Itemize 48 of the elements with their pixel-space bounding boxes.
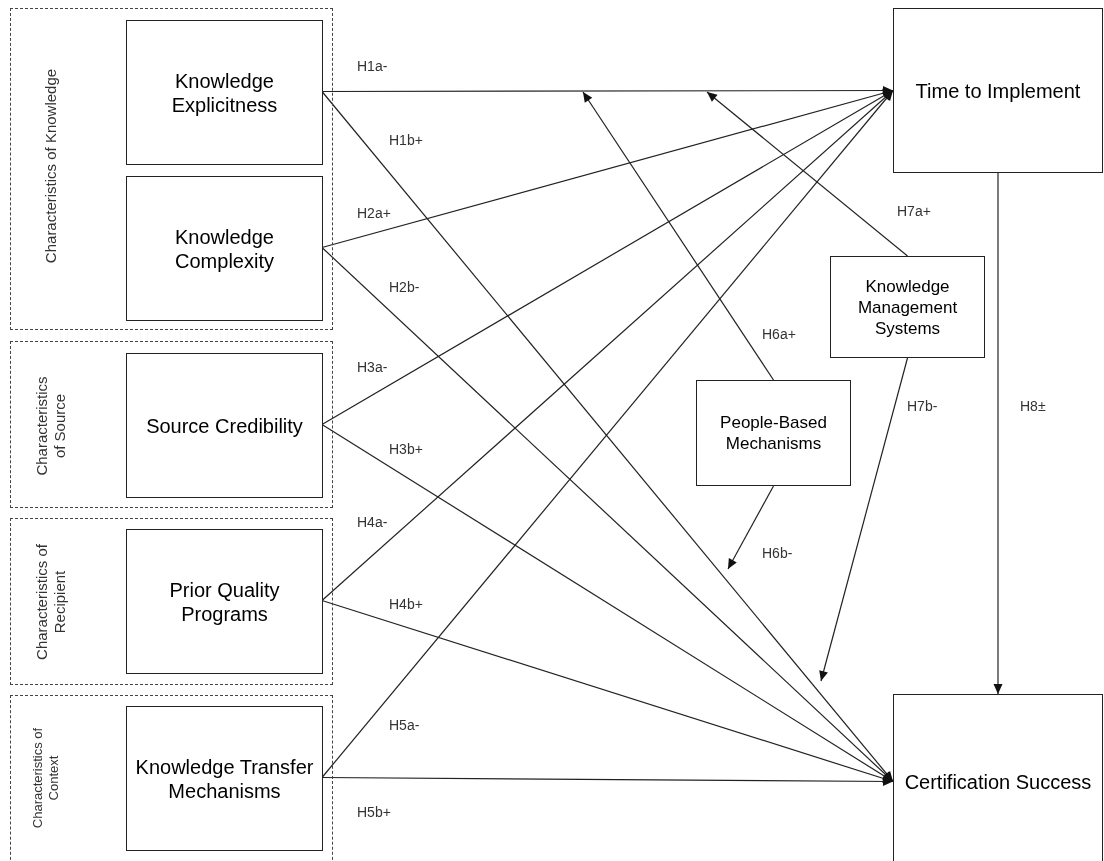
node-label: Knowledge Complexity [174,224,275,273]
dashed-group [10,8,333,330]
variable-box [830,256,985,358]
arrow [727,485,775,570]
group-heading: Characteristics of Knowledge [42,67,60,266]
arrow [706,91,909,257]
arrow [321,86,894,95]
node-label: Prior Quality Programs [168,577,281,626]
node-label: Knowledge Transfer Mechanisms [134,754,315,803]
variable-box [126,706,323,851]
node-label: Knowledge Explicitness [170,68,279,117]
edge-label: H2a+ [355,205,393,221]
variable-box [893,694,1103,861]
edge-label: H7a+ [895,203,933,219]
edge-label: H1b+ [387,132,425,148]
group-heading: Characteristics of Context [30,726,62,831]
variable-box [126,529,323,674]
edge-label: H8± [1018,398,1048,414]
node-label: Knowledge Management Systems [856,275,959,339]
node-label: Source Credibility [146,413,303,438]
dashed-group [10,518,333,685]
edge-label: H6b- [760,545,795,561]
edge-label: H2b- [387,279,422,295]
dashed-group [10,341,333,508]
node-label: People-Based Mechanisms [719,412,828,454]
arrow [993,172,1003,695]
arrow [582,91,775,381]
variable-box [893,8,1103,173]
edge-label: H1a- [355,58,390,74]
group-heading: Characteristics of Source [33,375,69,478]
edge-label: H3b+ [387,441,425,457]
variable-box [126,353,323,498]
dashed-group [10,695,333,861]
edge-label: H3a- [355,359,390,375]
edge-label: H5b+ [355,804,393,820]
edge-label: H6a+ [760,326,798,342]
group-heading: Characteristics of Recipient [33,543,69,662]
variable-box [126,20,323,165]
edge-label: H4b+ [387,596,425,612]
node-label: Time to Implement [915,78,1081,103]
node-label: Certification Success [904,769,1092,794]
edge-label: H4a- [355,514,390,530]
arrow [321,776,894,786]
arrow [819,357,909,682]
edge-label: H7b- [905,398,940,414]
edge-label: H5a- [387,717,422,733]
variable-box [126,176,323,321]
variable-box [696,380,851,486]
